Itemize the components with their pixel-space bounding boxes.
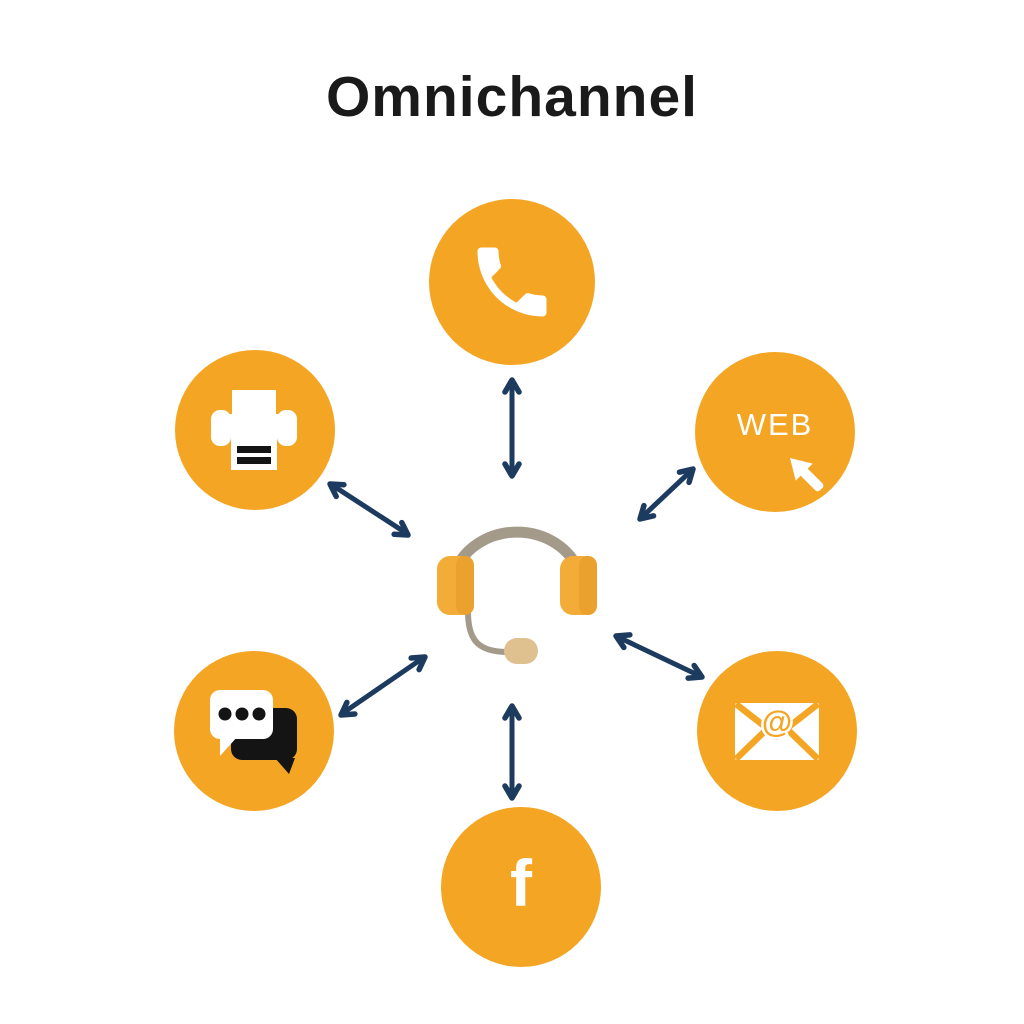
arrow-center-chat <box>338 654 428 718</box>
channel-web: WEB <box>695 352 855 512</box>
arrow-center-web <box>637 466 696 522</box>
channel-chat <box>174 651 334 811</box>
chat-bubbles-icon <box>210 690 297 774</box>
channel-facebook: f <box>441 807 601 967</box>
channel-fax <box>175 350 335 510</box>
web-label: WEB <box>736 407 814 442</box>
arrow-center-facebook <box>502 703 522 801</box>
at-symbol: @ <box>762 704 792 739</box>
arrow-center-email <box>613 632 705 681</box>
channel-phone <box>429 199 595 365</box>
email-at-icon: @ <box>735 702 819 760</box>
facebook-icon: f <box>510 846 532 920</box>
printer-icon <box>211 390 297 470</box>
web-cursor-icon <box>790 458 824 492</box>
arrow-center-fax <box>327 481 411 538</box>
arrow-center-phone <box>502 377 522 479</box>
page-title: Omnichannel <box>325 65 699 129</box>
phone-icon <box>477 247 547 317</box>
headset-icon <box>437 526 597 664</box>
channel-email: @ <box>697 651 857 811</box>
